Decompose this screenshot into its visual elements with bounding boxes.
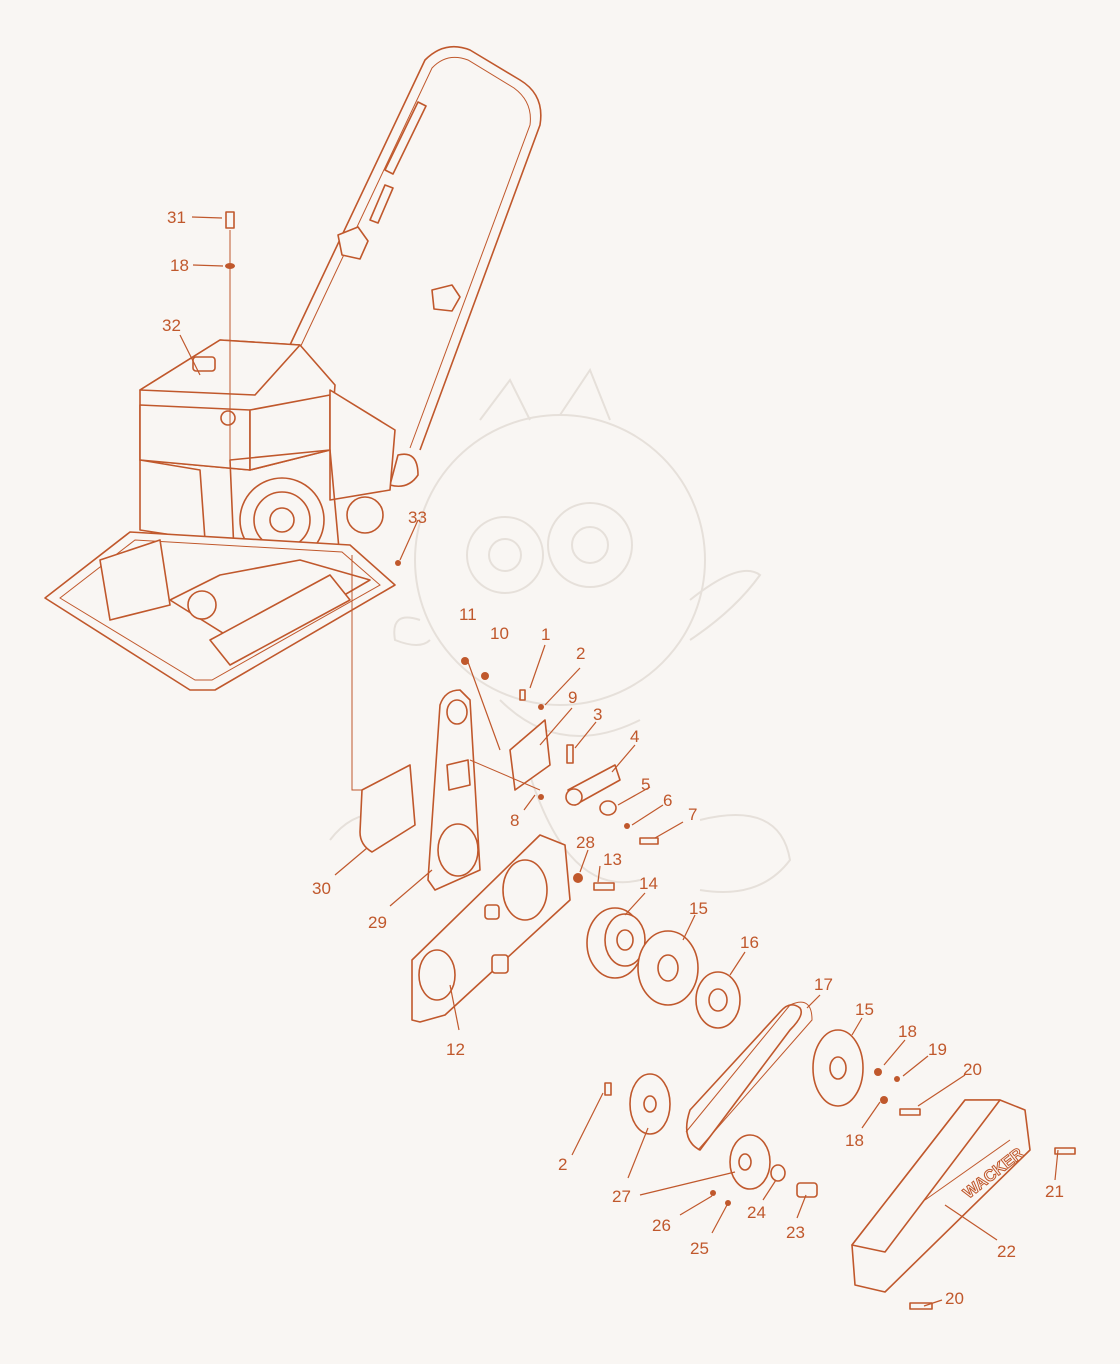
- callout-17: 17: [814, 975, 833, 994]
- callout-25: 25: [690, 1239, 709, 1258]
- callout-16: 16: [740, 933, 759, 952]
- callout-21: 21: [1045, 1182, 1064, 1201]
- callout-8: 8: [510, 811, 519, 830]
- callout-7: 7: [688, 805, 697, 824]
- watermark-mascot: [329, 367, 792, 893]
- callout-14: 14: [639, 874, 658, 893]
- callout-12: 12: [446, 1040, 465, 1059]
- washer-24: [770, 1164, 786, 1182]
- callout-3: 3: [593, 705, 602, 724]
- callout-13: 13: [603, 850, 622, 869]
- callout-4: 4: [630, 727, 639, 746]
- callout-15: 15: [689, 899, 708, 918]
- callout-32: 32: [162, 316, 181, 335]
- callout-31: 31: [167, 208, 186, 227]
- screw-33: [395, 560, 401, 566]
- callout-23: 23: [786, 1223, 805, 1242]
- belt-guard-22: WACKER: [851, 1099, 1031, 1293]
- callout-20b: 20: [945, 1289, 964, 1308]
- callout-15b: 15: [855, 1000, 874, 1019]
- cover-plate-30: [359, 764, 416, 853]
- callout-18: 18: [170, 256, 189, 275]
- callout-26: 26: [652, 1216, 671, 1235]
- callout-6: 6: [663, 791, 672, 810]
- callout-2: 2: [576, 644, 585, 663]
- callout-18b: 18: [898, 1022, 917, 1041]
- disc-16: [695, 971, 741, 1029]
- nut-23: [796, 1182, 818, 1198]
- bolt-31: [225, 211, 235, 229]
- washer-5: [599, 800, 617, 816]
- leader-lines: [179, 216, 1059, 1307]
- callout-5: 5: [641, 775, 650, 794]
- callout-29: 29: [368, 913, 387, 932]
- callout-22: 22: [997, 1242, 1016, 1261]
- callout-33: 33: [408, 508, 427, 527]
- callout-24: 24: [747, 1203, 766, 1222]
- guide-handle: [289, 45, 542, 488]
- callout-labels: 31 18 32 33 11 10 1 2 9 3 4 5 6 7 8 28 1…: [162, 208, 1064, 1308]
- disc-15b: [812, 1029, 864, 1107]
- callout-10: 10: [490, 624, 509, 643]
- callout-11: 11: [459, 605, 477, 624]
- clutch-14: [586, 907, 646, 979]
- callout-9: 9: [568, 688, 577, 707]
- callout-1: 1: [541, 625, 550, 644]
- callout-27: 27: [612, 1187, 631, 1206]
- callout-18c: 18: [845, 1131, 864, 1150]
- pulley-small: [729, 1134, 771, 1190]
- callout-30: 30: [312, 879, 331, 898]
- base-plate: [44, 531, 396, 691]
- bracket-9: [509, 719, 551, 791]
- engine-assembly: [139, 339, 396, 576]
- callout-20: 20: [963, 1060, 982, 1079]
- callout-2b: 2: [558, 1155, 567, 1174]
- belt-17: [685, 1004, 803, 1151]
- pulley-27: [629, 1073, 671, 1135]
- callout-28: 28: [576, 833, 595, 852]
- callout-19: 19: [928, 1040, 947, 1059]
- disc-15a: [637, 930, 699, 1006]
